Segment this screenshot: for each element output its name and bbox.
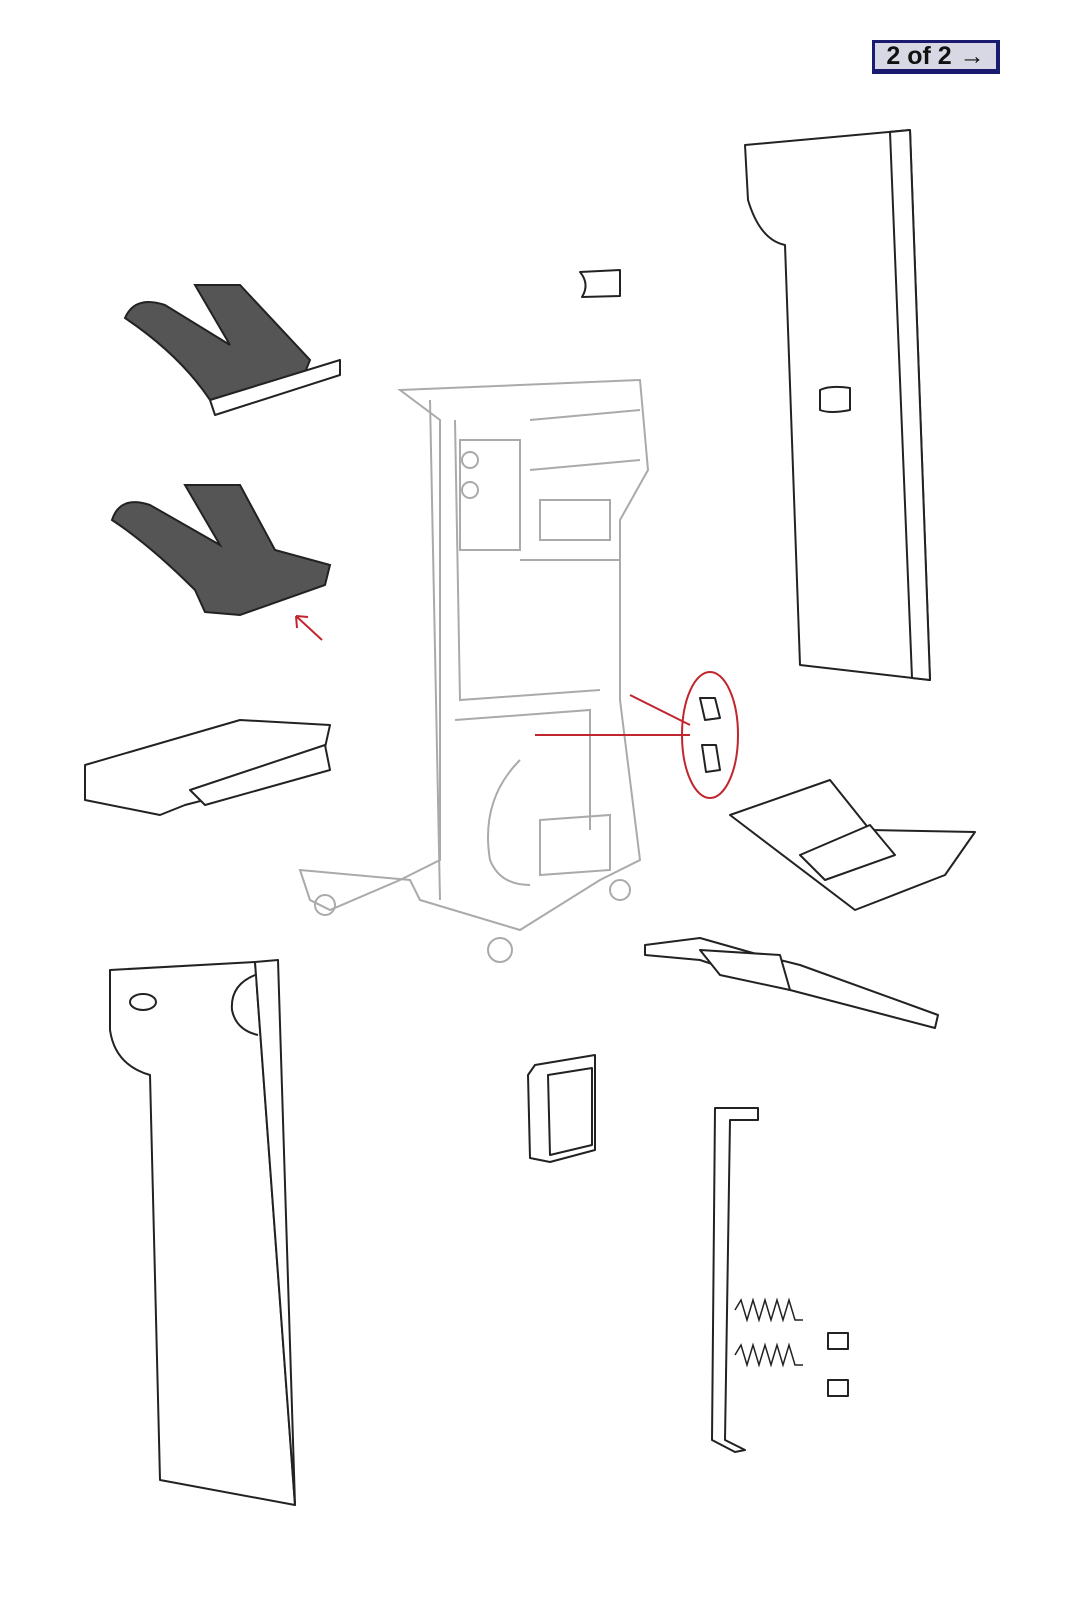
spring-bar-part[interactable]: [711, 1107, 849, 1453]
output-tray-part-2-highlighted[interactable]: [110, 484, 332, 617]
arrow-right-icon: →: [959, 41, 985, 70]
left-side-cover-part[interactable]: [109, 959, 296, 1506]
lower-plate-part[interactable]: [729, 779, 976, 911]
callout-arrow-icon: [295, 615, 323, 641]
page-next-button[interactable]: 2 of 2 →: [872, 40, 1000, 74]
sensor-callout: [535, 671, 739, 799]
small-latch-part[interactable]: [579, 269, 621, 298]
output-tray-part-1[interactable]: [123, 284, 341, 416]
page-indicator: 2 of 2: [886, 41, 952, 70]
bracket-part[interactable]: [527, 1054, 596, 1163]
tray-base-part[interactable]: [84, 719, 331, 816]
right-side-cover-part[interactable]: [744, 129, 931, 681]
finisher-unit-main-assembly: [298, 378, 650, 963]
rail-assembly-part[interactable]: [644, 937, 939, 1029]
